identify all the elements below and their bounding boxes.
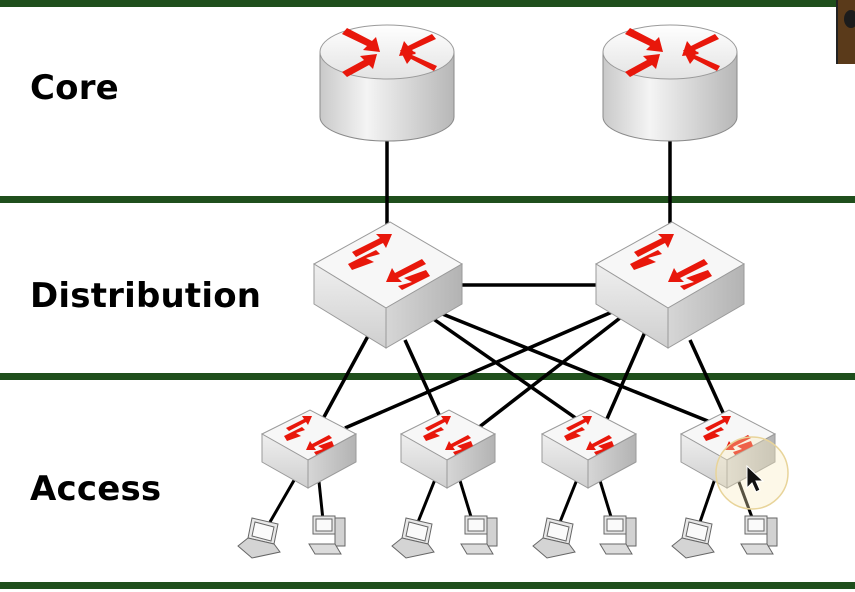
endpoint-links [268, 469, 755, 523]
switch-arrows-icon [564, 416, 614, 455]
switch-arrows-icon [703, 416, 753, 455]
access-switch-3[interactable] [540, 409, 638, 489]
desktop-pc-icon [740, 515, 778, 555]
laptop-icon [237, 517, 281, 559]
bottom-divider [0, 582, 855, 589]
desktop-pc-icon [460, 515, 498, 555]
link-dist2-acc2 [476, 316, 622, 430]
switch-arrows-icon [284, 416, 334, 455]
webcam-thumbnail [836, 0, 855, 64]
switch-arrows-icon [423, 416, 473, 455]
access-switch-1[interactable] [260, 409, 358, 489]
distribution-tier-label: Distribution [30, 276, 262, 316]
router-arrows-icon [342, 28, 437, 77]
access-switch-4[interactable] [679, 409, 777, 489]
link-dist2-acc1 [344, 310, 613, 430]
core-tier-label: Core [30, 68, 119, 108]
endpoints [237, 515, 778, 559]
switch-arrows-icon [630, 234, 712, 290]
link-dist2-acc3 [601, 331, 647, 429]
core-links [385, 140, 672, 228]
access-tier-label: Access [30, 469, 162, 509]
distribution-switch-2[interactable] [595, 221, 745, 349]
cursor-icon [715, 436, 789, 510]
laptop-icon [671, 517, 715, 559]
core-distribution-divider [0, 196, 855, 203]
switch-arrows-icon [348, 234, 430, 290]
core-router-2[interactable] [602, 24, 738, 142]
desktop-pc-icon [308, 515, 346, 555]
link-dist1-acc2 [403, 339, 447, 429]
laptop-icon [391, 517, 435, 559]
desktop-pc-icon [599, 515, 637, 555]
core-router-1[interactable] [319, 24, 455, 142]
distribution-access-links [316, 310, 732, 430]
laptop-icon [532, 517, 576, 559]
top-divider [0, 0, 855, 7]
link-dist1-acc1 [316, 335, 370, 429]
router-arrows-icon [625, 28, 720, 77]
access-switch-2[interactable] [399, 409, 497, 489]
distribution-switch-1[interactable] [313, 221, 463, 349]
distribution-access-divider [0, 373, 855, 380]
link-dist1-acc3 [431, 316, 591, 430]
link-dist1-acc4 [439, 311, 726, 430]
